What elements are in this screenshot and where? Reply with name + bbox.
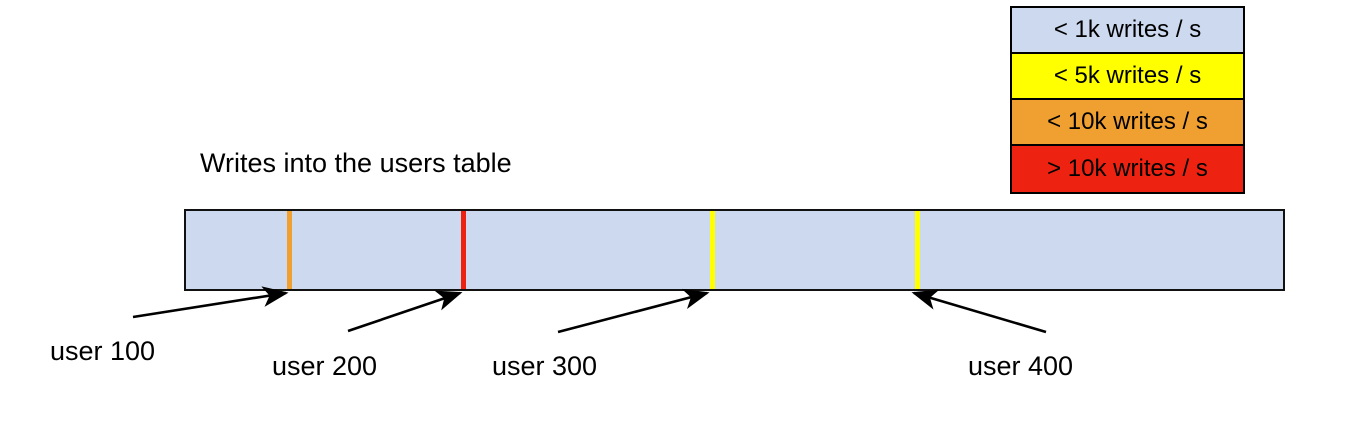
label-user-200: user 200: [272, 351, 378, 381]
arrow-user-300: [557, 288, 710, 334]
legend-label-under-1k: < 1k writes / s: [1053, 16, 1202, 43]
label-user-300: user 300: [492, 351, 598, 381]
legend-row-under-10k: < 10k writes / s: [1012, 100, 1243, 146]
label-user-400: user 400: [968, 351, 1074, 381]
legend-label-under-10k: < 10k writes / s: [1047, 108, 1208, 135]
bar-marker-user-100: [287, 211, 292, 289]
arrow-user-100: [132, 286, 289, 319]
arrow-user-400: [911, 289, 1047, 334]
legend-row-under-5k: < 5k writes / s: [1012, 54, 1243, 100]
bar-marker-user-200: [461, 211, 466, 289]
bar-base-band: [186, 211, 1283, 289]
bar-marker-user-400: [915, 211, 920, 289]
bar-marker-user-300: [710, 211, 715, 289]
label-user-100: user 100: [50, 336, 156, 366]
legend-label-under-5k: < 5k writes / s: [1053, 62, 1202, 89]
legend-label-over-10k: > 10k writes / s: [1047, 155, 1208, 182]
arrow-user-200: [347, 290, 463, 333]
legend-row-under-1k: < 1k writes / s: [1012, 8, 1243, 54]
users-table-bar: [184, 209, 1285, 291]
legend-row-over-10k: > 10k writes / s: [1012, 146, 1243, 192]
legend: < 1k writes / s < 5k writes / s < 10k wr…: [1010, 6, 1245, 194]
chart-title: Writes into the users table: [200, 148, 512, 178]
